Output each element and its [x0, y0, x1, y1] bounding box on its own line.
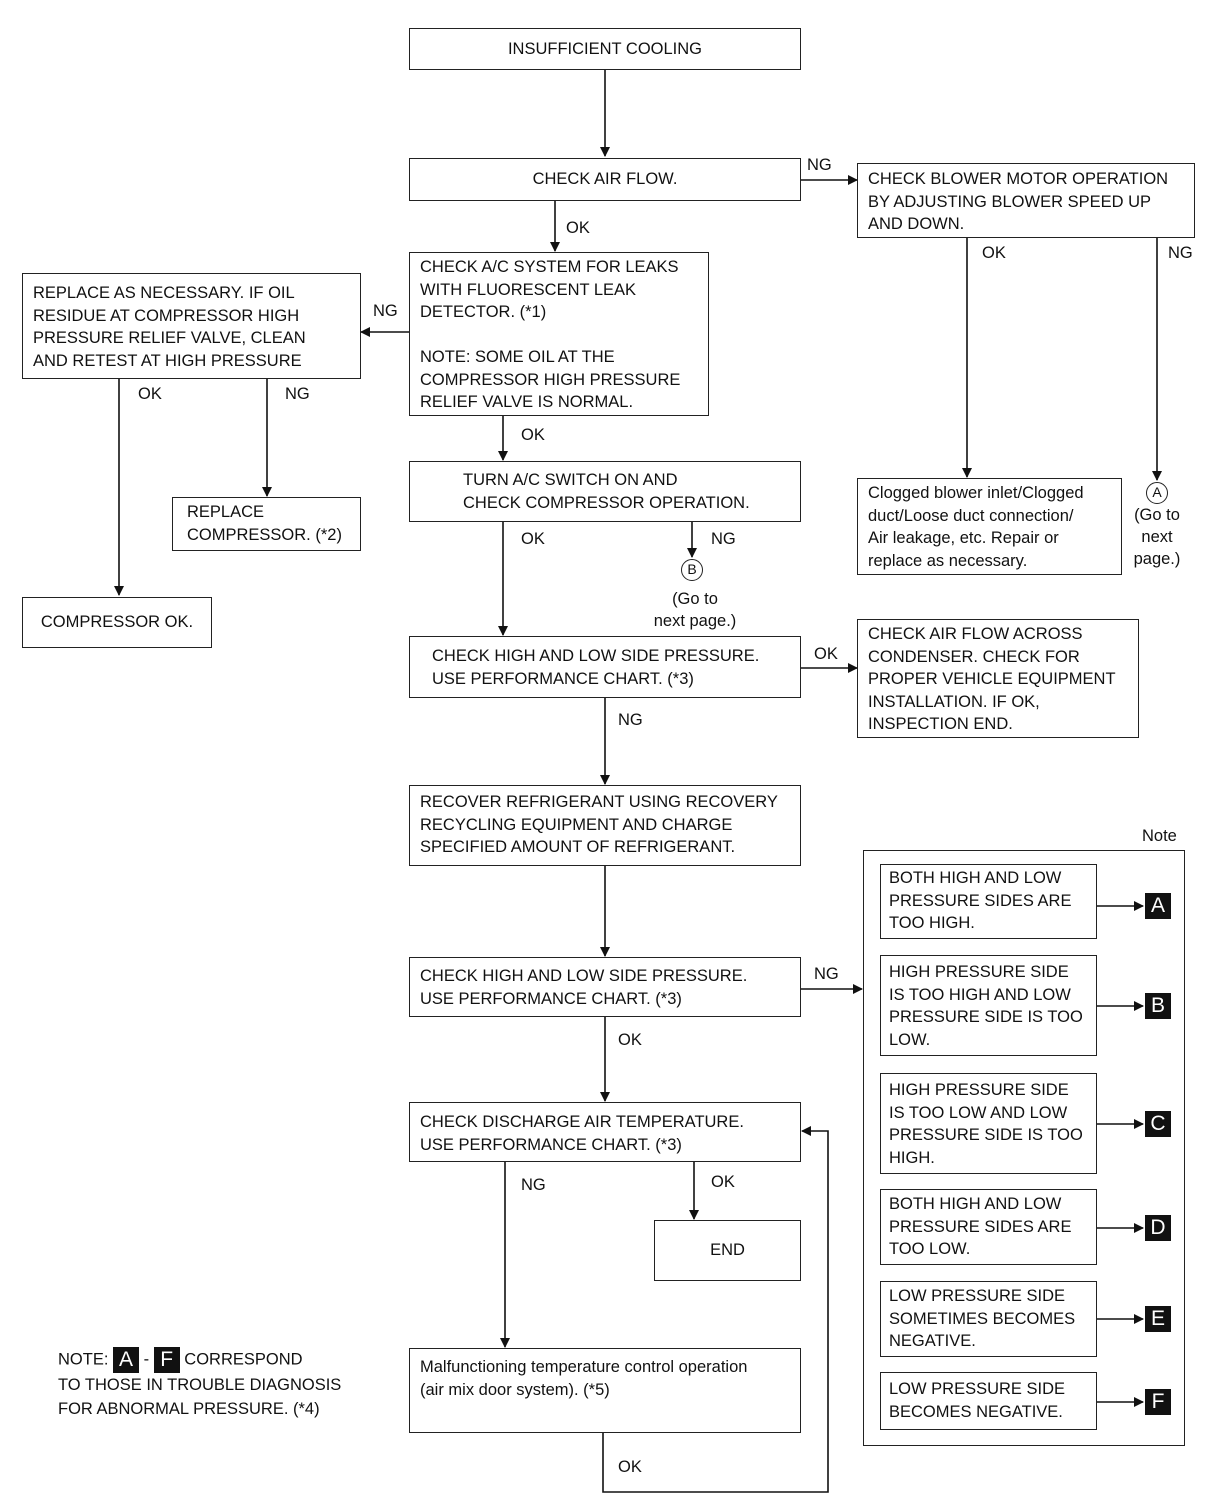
check-condenser-box: CHECK AIR FLOW ACROSS CONDENSER. CHECK F… [857, 619, 1139, 738]
connector-a-caption: (Go to next page.) [1133, 506, 1181, 568]
note-item-d: BOTH HIGH AND LOW PRESSURE SIDES ARE TOO… [880, 1189, 1097, 1265]
note-item-c: HIGH PRESSURE SIDE IS TOO LOW AND LOW PR… [880, 1073, 1097, 1174]
label-pressure-ng: NG [618, 711, 643, 729]
note-panel [863, 850, 1185, 1446]
bottom-note-prefix: NOTE: [58, 1350, 109, 1369]
label-discharge-ng: NG [521, 1176, 546, 1194]
label-turnon-ok: OK [521, 530, 545, 548]
arrow-malfunction-ok-loop [602, 1126, 829, 1493]
label-pressure-ok: OK [814, 645, 838, 663]
note-item-e: LOW PRESSURE SIDE SOMETIMES BECOMES NEGA… [880, 1281, 1097, 1357]
code-b-badge: B [1145, 993, 1171, 1019]
code-f-badge: F [1145, 1389, 1171, 1415]
note-item-b: HIGH PRESSURE SIDE IS TOO HIGH AND LOW P… [880, 955, 1097, 1056]
recover-refrigerant-box: RECOVER REFRIGERANT USING RECOVERY RECYC… [409, 785, 801, 866]
replace-as-necessary-box: REPLACE AS NECESSARY. IF OIL RESIDUE AT … [22, 273, 361, 379]
code-c-badge: C [1145, 1111, 1171, 1137]
bottom-note-code-a: A [113, 1347, 140, 1373]
label-airflow-ng: NG [807, 156, 832, 174]
compressor-ok-box: COMPRESSOR OK. [22, 597, 212, 648]
label-leaks-ok: OK [521, 426, 545, 444]
connector-a-circle: A [1146, 482, 1168, 504]
label-blower-ok: OK [982, 244, 1006, 262]
check-pressure-box-2: CHECK HIGH AND LOW SIDE PRESSURE. USE PE… [409, 957, 801, 1017]
insufficient-cooling-box: INSUFFICIENT COOLING [409, 28, 801, 70]
connector-b-caption: (Go to next page.) [653, 590, 737, 630]
label-pressure2-ng: NG [814, 965, 839, 983]
bottom-note: NOTE: A - F CORRESPOND TO THOSE IN TROUB… [58, 1347, 341, 1421]
label-discharge-ok: OK [711, 1173, 735, 1191]
bottom-note-line-1: NOTE: A - F CORRESPOND [58, 1347, 341, 1373]
code-d-badge: D [1145, 1215, 1171, 1241]
note-panel-title: Note [1142, 827, 1177, 845]
bottom-note-line-3: FOR ABNORMAL PRESSURE. (*4) [58, 1400, 320, 1418]
bottom-note-dash: - [143, 1350, 150, 1369]
label-leaks-ng: NG [373, 302, 398, 320]
note-item-f: LOW PRESSURE SIDE BECOMES NEGATIVE. [880, 1372, 1097, 1430]
clogged-blower-box: Clogged blower inlet/Clogged duct/Loose … [857, 478, 1122, 575]
replace-compressor-box: REPLACE COMPRESSOR. (*2) [172, 497, 361, 551]
label-blower-ng: NG [1168, 244, 1193, 262]
label-turnon-ng: NG [711, 530, 736, 548]
check-leaks-box: CHECK A/C SYSTEM FOR LEAKS WITH FLUORESC… [409, 252, 709, 416]
label-pressure2-ok: OK [618, 1031, 642, 1049]
label-replace-ng: NG [285, 385, 310, 403]
end-box: END [654, 1220, 801, 1281]
malfunctioning-box: Malfunctioning temperature control opera… [409, 1348, 801, 1433]
bottom-note-correspond: CORRESPOND [184, 1350, 303, 1369]
check-pressure-box-1: CHECK HIGH AND LOW SIDE PRESSURE. USE PE… [409, 636, 801, 698]
bottom-note-code-f: F [153, 1347, 180, 1373]
note-item-a: BOTH HIGH AND LOW PRESSURE SIDES ARE TOO… [880, 864, 1097, 939]
code-e-badge: E [1145, 1306, 1171, 1332]
label-replace-ok: OK [138, 385, 162, 403]
check-blower-box: CHECK BLOWER MOTOR OPERATION BY ADJUSTIN… [857, 163, 1195, 238]
turn-ac-on-box: TURN A/C SWITCH ON AND CHECK COMPRESSOR … [409, 461, 801, 522]
check-discharge-box: CHECK DISCHARGE AIR TEMPERATURE. USE PER… [409, 1102, 801, 1162]
bottom-note-line-2: TO THOSE IN TROUBLE DIAGNOSIS [58, 1376, 342, 1394]
label-malfunction-ok: OK [618, 1458, 642, 1476]
code-a-badge: A [1145, 893, 1171, 919]
connector-b-circle: B [681, 559, 703, 581]
check-air-flow-box: CHECK AIR FLOW. [409, 158, 801, 201]
label-airflow-ok: OK [566, 219, 590, 237]
